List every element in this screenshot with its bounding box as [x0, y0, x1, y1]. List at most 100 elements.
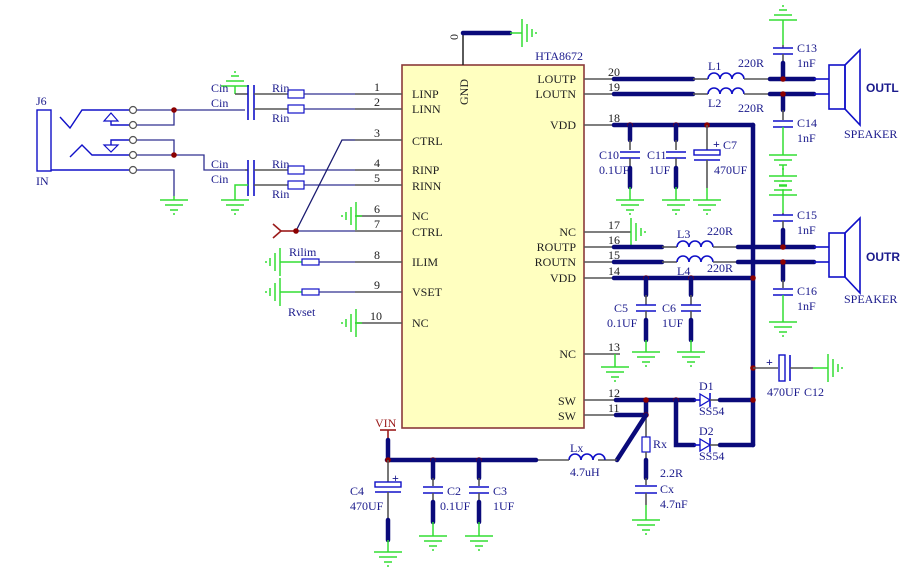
cap-ref: C2: [447, 484, 461, 498]
inductor-ref: L3: [677, 227, 690, 241]
rilim-label: Rilim: [289, 245, 317, 259]
cap-ref: C4: [350, 484, 364, 498]
cap-value: 0.1UF: [440, 499, 471, 513]
cap-value: 1nF: [797, 131, 816, 145]
cap-value: 1nF: [797, 56, 816, 70]
polarity-mark: +: [392, 471, 399, 485]
rvset-network: Rvset: [265, 277, 355, 319]
ic-left-pins: 1 2 3 4 5 6 7 8 9 10: [355, 80, 402, 324]
cap-value: 1nF: [797, 223, 816, 237]
pin-number: 18: [608, 111, 620, 125]
cap-value: 1UF: [662, 316, 684, 330]
cap-ref: C11: [647, 148, 667, 162]
diode-ref: D2: [699, 424, 714, 438]
ic-gnd-pin-label: GND: [457, 79, 471, 105]
pin-number: 13: [608, 340, 620, 354]
cin-label: Cin: [211, 172, 228, 186]
right-output-filter: L3 220R L4 220R C15 1nF C16 1nF: [611, 165, 829, 337]
boost-section: D1 SS54 D2 SS54 Rx 2.2R Cx 4.7nF Lx 4.7u…: [350, 379, 756, 567]
pin-label-vdd: VDD: [550, 118, 576, 132]
diode-ref: D1: [699, 379, 714, 393]
cap-ref: C3: [493, 484, 507, 498]
ctrl-port-icon: [272, 223, 283, 239]
rin-label: Rin: [272, 111, 289, 125]
pin-label-ctrl2: CTRL: [412, 225, 443, 239]
pin-label-linn: LINN: [412, 102, 441, 116]
vdd2-rail: C5 0.1UF C6 1UF: [607, 275, 756, 367]
rin-label: Rin: [272, 157, 289, 171]
pin-label-routp: ROUTP: [537, 240, 577, 254]
ic-gnd-pin-number: 0: [447, 34, 461, 40]
ic-left-pin-labels: LINP LINN CTRL RINP RINN NC CTRL ILIM VS…: [412, 87, 443, 330]
cap-ref: C16: [797, 284, 817, 298]
diode-value: SS54: [699, 449, 724, 463]
inductor-value: 220R: [738, 101, 764, 115]
pin-label-nc-r2: NC: [559, 347, 576, 361]
pin-label-nc-r: NC: [559, 225, 576, 239]
pin-number: 14: [608, 264, 620, 278]
rvset-label: Rvset: [288, 305, 316, 319]
cap-ref: C7: [723, 138, 737, 152]
pin-label-sw: SW: [558, 394, 577, 408]
right-input-network: Cin Cin Rin Rin: [211, 157, 355, 215]
pin-number: 4: [374, 156, 380, 170]
ic-body: [401, 64, 585, 429]
ground-icon: [521, 18, 537, 48]
cap-value: 1UF: [649, 163, 671, 177]
inductor-ref: Lx: [570, 441, 583, 455]
cap-value: 0.1UF: [607, 316, 638, 330]
inductor-ref: L1: [708, 59, 721, 73]
cap-value: 1nF: [797, 299, 816, 313]
inductor-value: 220R: [707, 224, 733, 238]
outr-label: OUTR: [866, 250, 900, 264]
pin-label-nc2: NC: [412, 316, 429, 330]
pin-number: 8: [374, 248, 380, 262]
diode-value: SS54: [699, 404, 724, 418]
speaker-left-icon: [828, 48, 861, 128]
rin-label: Rin: [272, 81, 289, 95]
cap-ref: C12: [804, 385, 824, 399]
pin-number: 2: [374, 95, 380, 109]
inductor-value: 220R: [707, 261, 733, 275]
cap-ref: Cx: [660, 482, 674, 496]
pin-label-ctrl: CTRL: [412, 134, 443, 148]
c12-capacitor: + 470UF C12: [750, 353, 843, 399]
pin-label-rinp: RINP: [412, 163, 440, 177]
polarity-mark: +: [713, 137, 720, 151]
vin-label: VIN: [375, 416, 397, 430]
inductor-value: 220R: [738, 56, 764, 70]
inductor-ref: L4: [677, 264, 690, 278]
pin-number: 9: [374, 278, 380, 292]
cap-ref: C6: [662, 301, 676, 315]
resistor-ref: Rx: [653, 437, 667, 451]
cap-value: 4.7nF: [660, 497, 688, 511]
cap-ref: C14: [797, 116, 817, 130]
cin-label: Cin: [211, 96, 228, 110]
cap-ref: C15: [797, 208, 817, 222]
pin-number: 10: [370, 309, 382, 323]
ic-name: HTA8672: [535, 49, 583, 63]
pin-number: 17: [608, 218, 620, 232]
inductor-value: 4.7uH: [570, 465, 600, 479]
pin-label-linp: LINP: [412, 87, 439, 101]
pin-number: 7: [374, 217, 380, 231]
polarity-mark: +: [766, 355, 773, 369]
pin-label-rinn: RINN: [412, 179, 442, 193]
pin-number: 16: [608, 233, 620, 247]
cap-value: 470UF: [714, 163, 748, 177]
left-input-network: Cin Cin Rin Rin: [211, 71, 355, 125]
pin-label-loutp: LOUTP: [537, 72, 576, 86]
pin-label-loutn: LOUTN: [535, 87, 576, 101]
vdd-rail: C10 0.1UF C11 1UF + C7 470UF: [599, 122, 756, 448]
left-output-filter: L1 220R L2 220R C13 1nF C14 1nF: [611, 5, 829, 170]
pin-label-ilim: ILIM: [412, 255, 438, 269]
ic-right-pins: 20 19 18 17 16 15 14 13 12 11: [584, 65, 620, 416]
pin-number: 15: [608, 248, 620, 262]
cap-ref: C10: [599, 148, 619, 162]
cin-label: Cin: [211, 157, 228, 171]
pin-label-vset: VSET: [412, 285, 443, 299]
cap-value: 1UF: [493, 499, 515, 513]
jack-ref: J6: [36, 94, 47, 108]
cin-label: Cin: [211, 81, 228, 95]
